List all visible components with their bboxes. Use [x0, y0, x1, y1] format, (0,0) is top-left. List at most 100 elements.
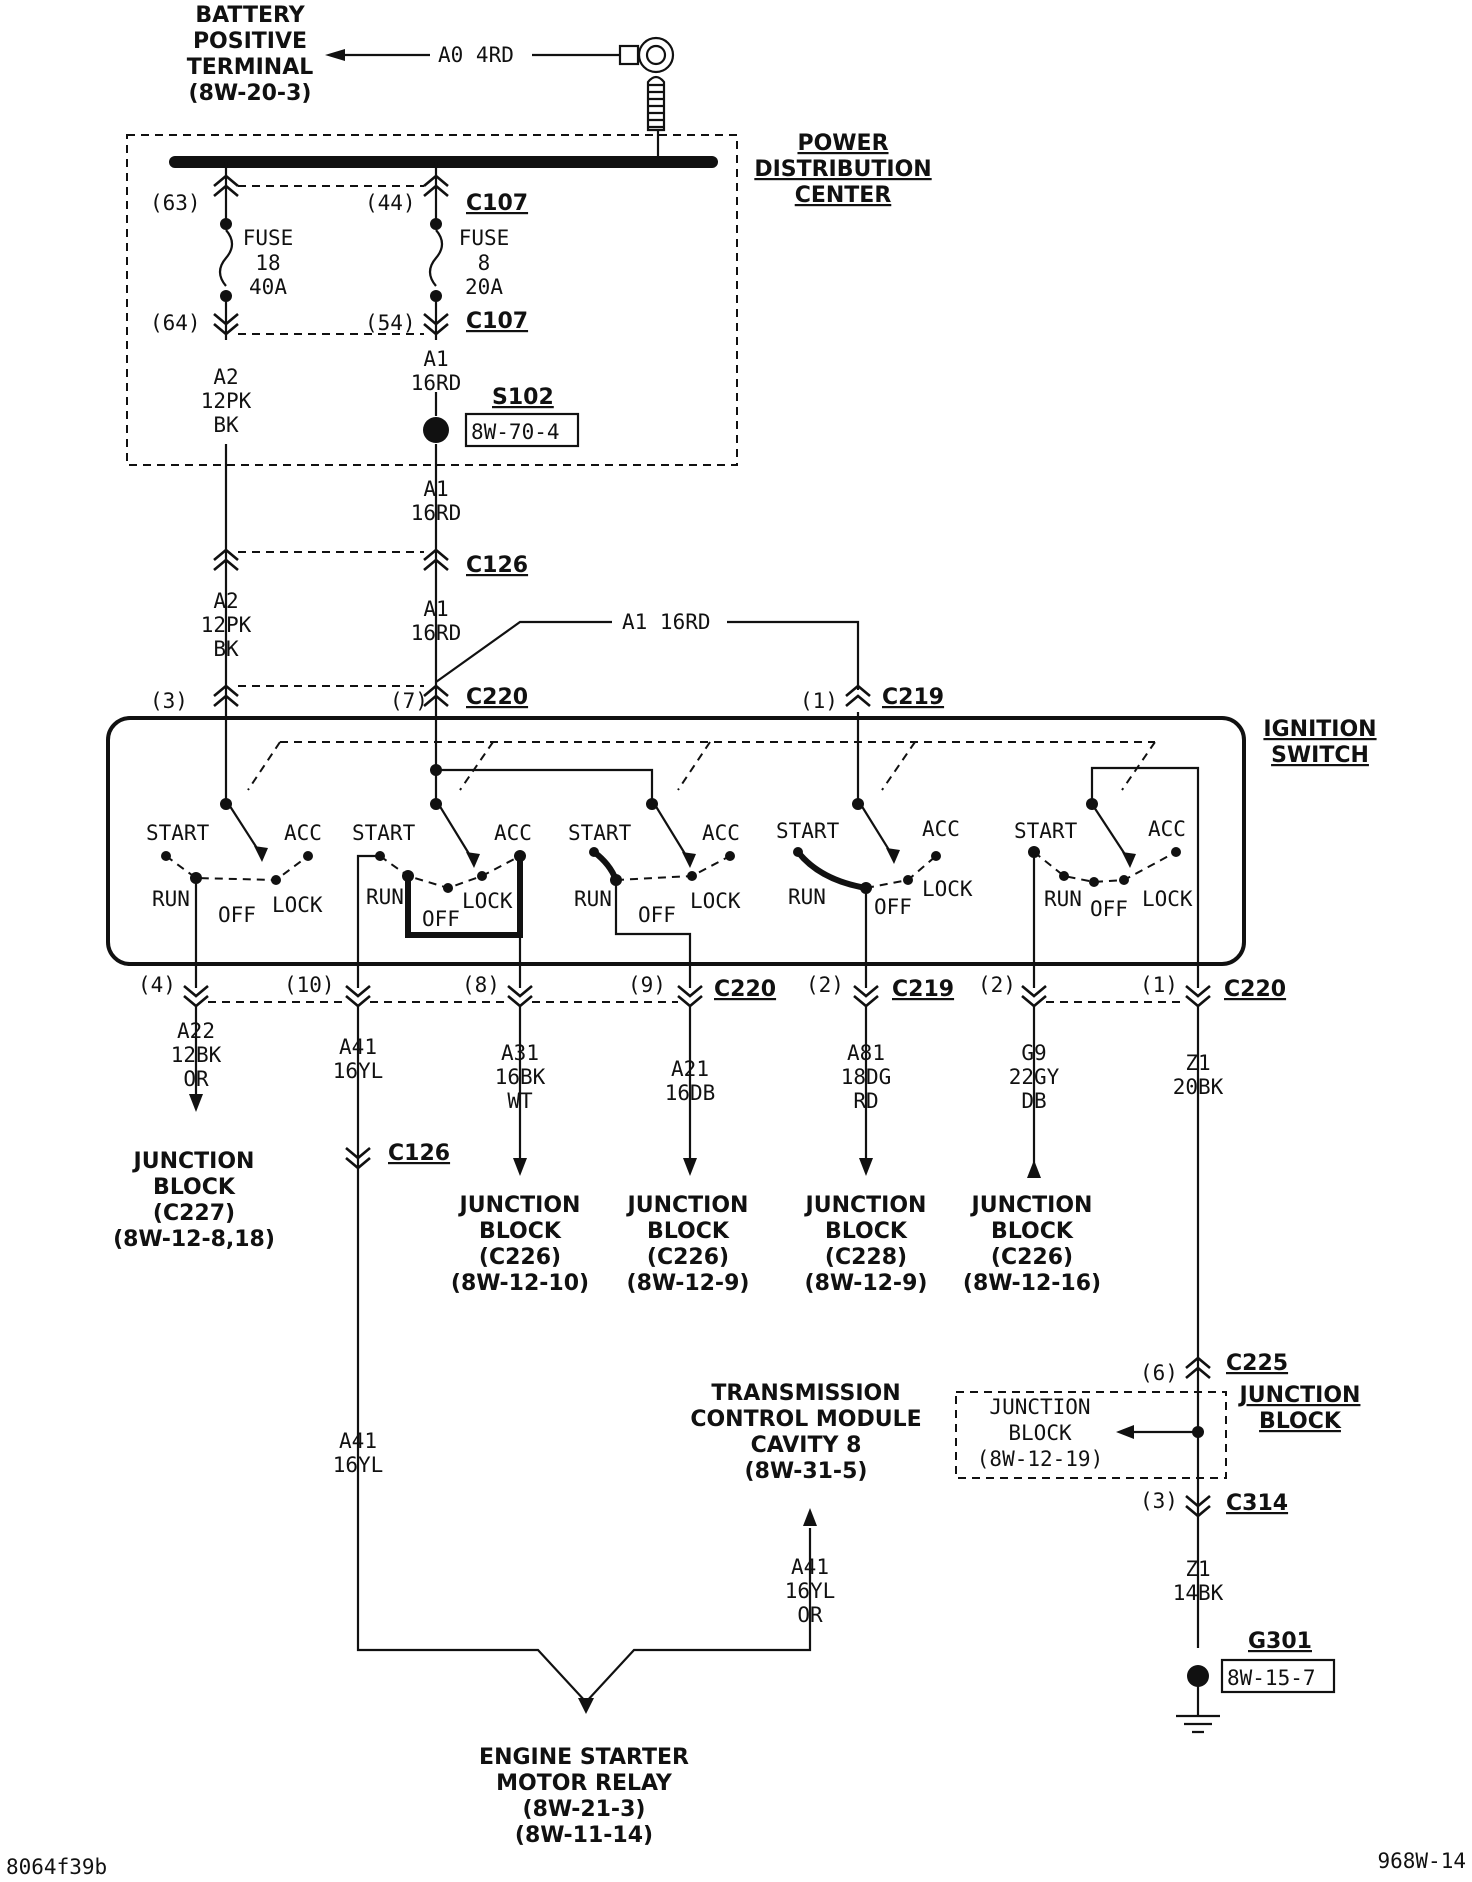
svg-text:12PK: 12PK [201, 613, 252, 637]
svg-text:A21: A21 [671, 1057, 709, 1081]
svg-text:(3): (3) [150, 689, 188, 713]
svg-text:(8W-12-19): (8W-12-19) [977, 1447, 1103, 1471]
svg-text:(8W-12-10): (8W-12-10) [451, 1271, 589, 1296]
svg-text:C219: C219 [882, 685, 944, 710]
junction-block-c226-b: JUNCTION BLOCK (C226) (8W-12-9) [626, 1193, 750, 1296]
junction-block-c227: JUNCTION BLOCK (C227) (8W-12-8,18) [113, 1149, 275, 1252]
svg-text:(9): (9) [628, 973, 666, 997]
svg-text:12PK: 12PK [201, 389, 252, 413]
a81-arrow [859, 1158, 873, 1176]
svg-text:JUNCTION: JUNCTION [458, 1193, 581, 1218]
a41-label-2: A41 16YL [333, 1429, 384, 1477]
svg-text:FUSE: FUSE [459, 226, 510, 250]
svg-text:A41: A41 [339, 1035, 377, 1059]
svg-text:LOCK: LOCK [462, 889, 513, 913]
svg-text:16YL: 16YL [333, 1059, 384, 1083]
svg-text:A81: A81 [847, 1041, 885, 1065]
ground-icon [1176, 1686, 1220, 1734]
s102-ref-box [464, 412, 580, 448]
g9-arrow [1027, 1160, 1041, 1178]
svg-text:A1: A1 [423, 597, 448, 621]
svg-text:(10): (10) [284, 973, 335, 997]
svg-text:LOCK: LOCK [690, 889, 741, 913]
junction-block-inner-label: JUNCTION BLOCK (8W-12-19) [977, 1395, 1103, 1471]
svg-text:(8W-20-3): (8W-20-3) [189, 81, 312, 106]
a41-or-label: A41 16YL OR [785, 1555, 836, 1627]
g301-ref-box [1220, 1658, 1336, 1694]
svg-text:SWITCH: SWITCH [1271, 743, 1369, 768]
a31-arrow [513, 1158, 527, 1176]
svg-text:ACC: ACC [922, 817, 960, 841]
svg-text:(1): (1) [800, 689, 838, 713]
svg-text:(C226): (C226) [991, 1245, 1073, 1270]
svg-text:A22: A22 [177, 1019, 215, 1043]
svg-text:(8W-21-3): (8W-21-3) [523, 1797, 646, 1822]
starter-relay-label: ENGINE STARTER MOTOR RELAY (8W-21-3) (8W… [479, 1745, 689, 1848]
svg-text:LOCK: LOCK [922, 877, 973, 901]
svg-text:16RD: 16RD [411, 501, 462, 525]
svg-text:16RD: 16RD [411, 621, 462, 645]
svg-text:START: START [146, 821, 210, 845]
svg-text:BLOCK: BLOCK [1259, 1409, 1342, 1434]
junction-block-c226-a: JUNCTION BLOCK (C226) (8W-12-10) [451, 1193, 589, 1296]
svg-text:(C226): (C226) [647, 1245, 729, 1270]
svg-text:(8W-12-9): (8W-12-9) [805, 1271, 928, 1296]
switch-ganged-link [247, 741, 1156, 791]
svg-text:RUN: RUN [788, 885, 826, 909]
svg-text:JUNCTION: JUNCTION [132, 1149, 255, 1174]
svg-text:(7): (7) [390, 689, 428, 713]
ignition-title: IGNITION SWITCH [1263, 717, 1376, 768]
svg-text:RUN: RUN [574, 887, 612, 911]
svg-text:OR: OR [797, 1603, 823, 1627]
fuse8-pin-in: (44) [365, 191, 416, 215]
svg-text:OFF: OFF [218, 903, 256, 927]
svg-text:C219: C219 [892, 977, 954, 1002]
svg-text:(4): (4) [138, 973, 176, 997]
svg-text:(2): (2) [978, 973, 1016, 997]
svg-text:BK: BK [213, 413, 239, 437]
svg-text:C220: C220 [466, 685, 528, 710]
svg-text:OFF: OFF [1090, 897, 1128, 921]
c107-dashes [238, 185, 424, 335]
svg-text:(8W-12-16): (8W-12-16) [963, 1271, 1101, 1296]
svg-text:OFF: OFF [874, 895, 912, 919]
svg-text:BLOCK: BLOCK [825, 1219, 908, 1244]
svg-text:(8): (8) [462, 973, 500, 997]
svg-text:OFF: OFF [422, 907, 460, 931]
svg-text:ACC: ACC [702, 821, 740, 845]
svg-text:ACC: ACC [494, 821, 532, 845]
a21-label: A21 16DB [665, 1057, 716, 1105]
pdc-label: POWER DISTRIBUTION CENTER [754, 131, 931, 208]
svg-text:RUN: RUN [366, 885, 404, 909]
c107-label-bottom: C107 [466, 309, 528, 334]
svg-text:40A: 40A [249, 275, 287, 299]
footer-right-code: 968W-14 [1377, 1849, 1466, 1873]
svg-text:OFF: OFF [638, 903, 676, 927]
splice-s102 [423, 417, 449, 443]
a2-label-1: A2 12PK BK [201, 365, 252, 437]
svg-text:JUNCTION: JUNCTION [989, 1395, 1090, 1419]
svg-text:Z1: Z1 [1185, 1051, 1210, 1075]
battery-wire-label: A0 4RD [438, 43, 514, 67]
svg-text:START: START [776, 819, 840, 843]
svg-text:BLOCK: BLOCK [1008, 1421, 1072, 1445]
svg-text:START: START [352, 821, 416, 845]
svg-text:C225: C225 [1226, 1351, 1288, 1376]
svg-text:JUNCTION: JUNCTION [804, 1193, 927, 1218]
svg-text:WT: WT [507, 1089, 533, 1113]
svg-text:FUSE: FUSE [243, 226, 294, 250]
a41-label-1: A41 16YL [333, 1035, 384, 1083]
fuse18-pin-out: (64) [150, 311, 201, 335]
svg-text:CENTER: CENTER [795, 183, 892, 208]
svg-text:RUN: RUN [1044, 887, 1082, 911]
svg-text:A2: A2 [213, 365, 238, 389]
svg-text:BATTERY: BATTERY [195, 3, 305, 28]
tcm-label: TRANSMISSION CONTROL MODULE CAVITY 8 (8W… [690, 1381, 921, 1484]
a31-label: A31 16BK WT [495, 1041, 546, 1113]
s102-ref: 8W-70-4 [471, 420, 560, 444]
connector-c220-top: (3) (7) C220 [150, 684, 528, 713]
fuse18-pin-in: (63) [150, 191, 201, 215]
footer-left-code: 8064f39b [6, 1855, 107, 1879]
svg-text:16YL: 16YL [785, 1579, 836, 1603]
svg-text:OR: OR [183, 1067, 209, 1091]
